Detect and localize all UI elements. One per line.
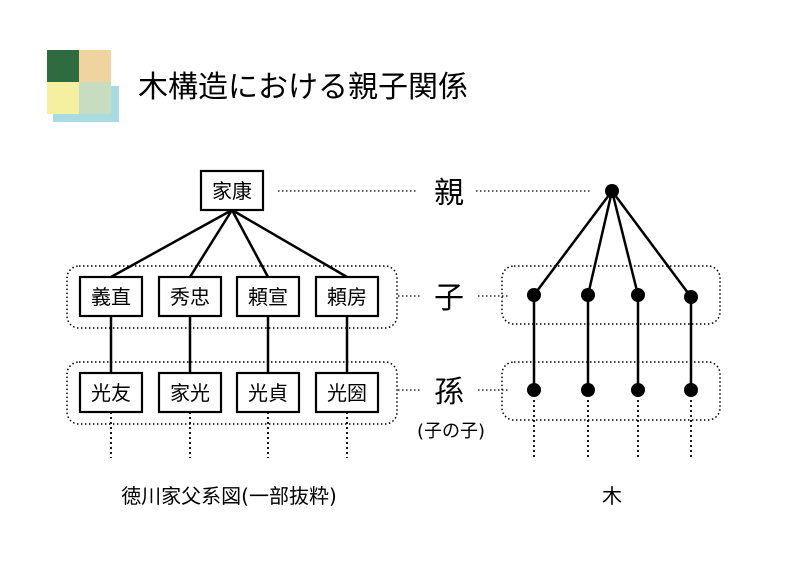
tree-child-node bbox=[581, 288, 595, 302]
level-labels: 親 子 孫 (子の子) bbox=[417, 176, 485, 442]
child-node: 頼宣 bbox=[235, 275, 301, 318]
tree-children-group bbox=[501, 265, 721, 325]
grandchildren-level-group bbox=[66, 361, 398, 425]
tree-nodes bbox=[527, 184, 698, 397]
grandchild-node: 光貞 bbox=[235, 371, 301, 414]
logo-squares bbox=[47, 50, 119, 122]
family-tree-caption: 徳川家父系図(一部抜粋) bbox=[121, 484, 337, 508]
tree-grandchild-node bbox=[631, 383, 645, 397]
children-level-group bbox=[66, 265, 398, 329]
child-node-label: 頼宣 bbox=[248, 285, 288, 309]
child-node: 秀忠 bbox=[157, 275, 223, 318]
tree-root-node bbox=[605, 184, 619, 198]
tree-edges bbox=[532, 190, 693, 390]
tree-child-node bbox=[527, 288, 541, 302]
root-node-label: 家康 bbox=[212, 179, 252, 203]
family-tree-edges bbox=[109, 208, 349, 373]
child-node-label: 秀忠 bbox=[170, 285, 210, 309]
tree-child-node bbox=[684, 290, 698, 304]
grandchild-node: 光友 bbox=[78, 371, 144, 414]
grandchild-node-label: 光友 bbox=[91, 381, 131, 405]
child-level-label: 子 bbox=[434, 281, 464, 316]
parent-level-label: 親 bbox=[434, 176, 464, 211]
grandchild-node-label: 光貞 bbox=[248, 381, 288, 405]
logo-square-light-green bbox=[79, 82, 111, 114]
tree-child-node bbox=[631, 288, 645, 302]
logo-square-dark-green bbox=[47, 50, 79, 82]
tree-grandchild-node bbox=[527, 383, 541, 397]
grandchild-level-label: 孫 bbox=[434, 375, 464, 410]
grandchild-node: 光圀 bbox=[314, 371, 380, 414]
grandchild-note: (子の子) bbox=[417, 421, 485, 442]
page-title: 木構造における親子関係 bbox=[138, 70, 468, 105]
grandchild-node-label: 家光 bbox=[170, 381, 210, 405]
child-node-label: 義直 bbox=[91, 285, 131, 309]
tree-grandchild-node bbox=[581, 383, 595, 397]
grandchild-node-label: 光圀 bbox=[327, 381, 367, 405]
logo-square-yellow bbox=[47, 82, 79, 114]
family-tree-continuation bbox=[110, 412, 348, 458]
family-tree-boxes: 家康 義直 秀忠 頼宣 頼房 光友 家光 光貞 bbox=[78, 169, 380, 414]
child-node: 義直 bbox=[78, 275, 144, 318]
logo-squares-graphic bbox=[47, 50, 119, 122]
logo-square-tan bbox=[79, 50, 111, 82]
child-node: 頼房 bbox=[314, 275, 380, 318]
grandchild-node: 家光 bbox=[157, 371, 223, 414]
child-node-label: 頼房 bbox=[327, 285, 367, 309]
tree-continuation bbox=[533, 390, 692, 458]
level-leader-lines bbox=[278, 190, 590, 391]
tree-grandchildren-group bbox=[501, 361, 721, 421]
tree-caption: 木 bbox=[602, 484, 622, 508]
root-node: 家康 bbox=[199, 169, 265, 212]
tree-grandchild-node bbox=[684, 383, 698, 397]
